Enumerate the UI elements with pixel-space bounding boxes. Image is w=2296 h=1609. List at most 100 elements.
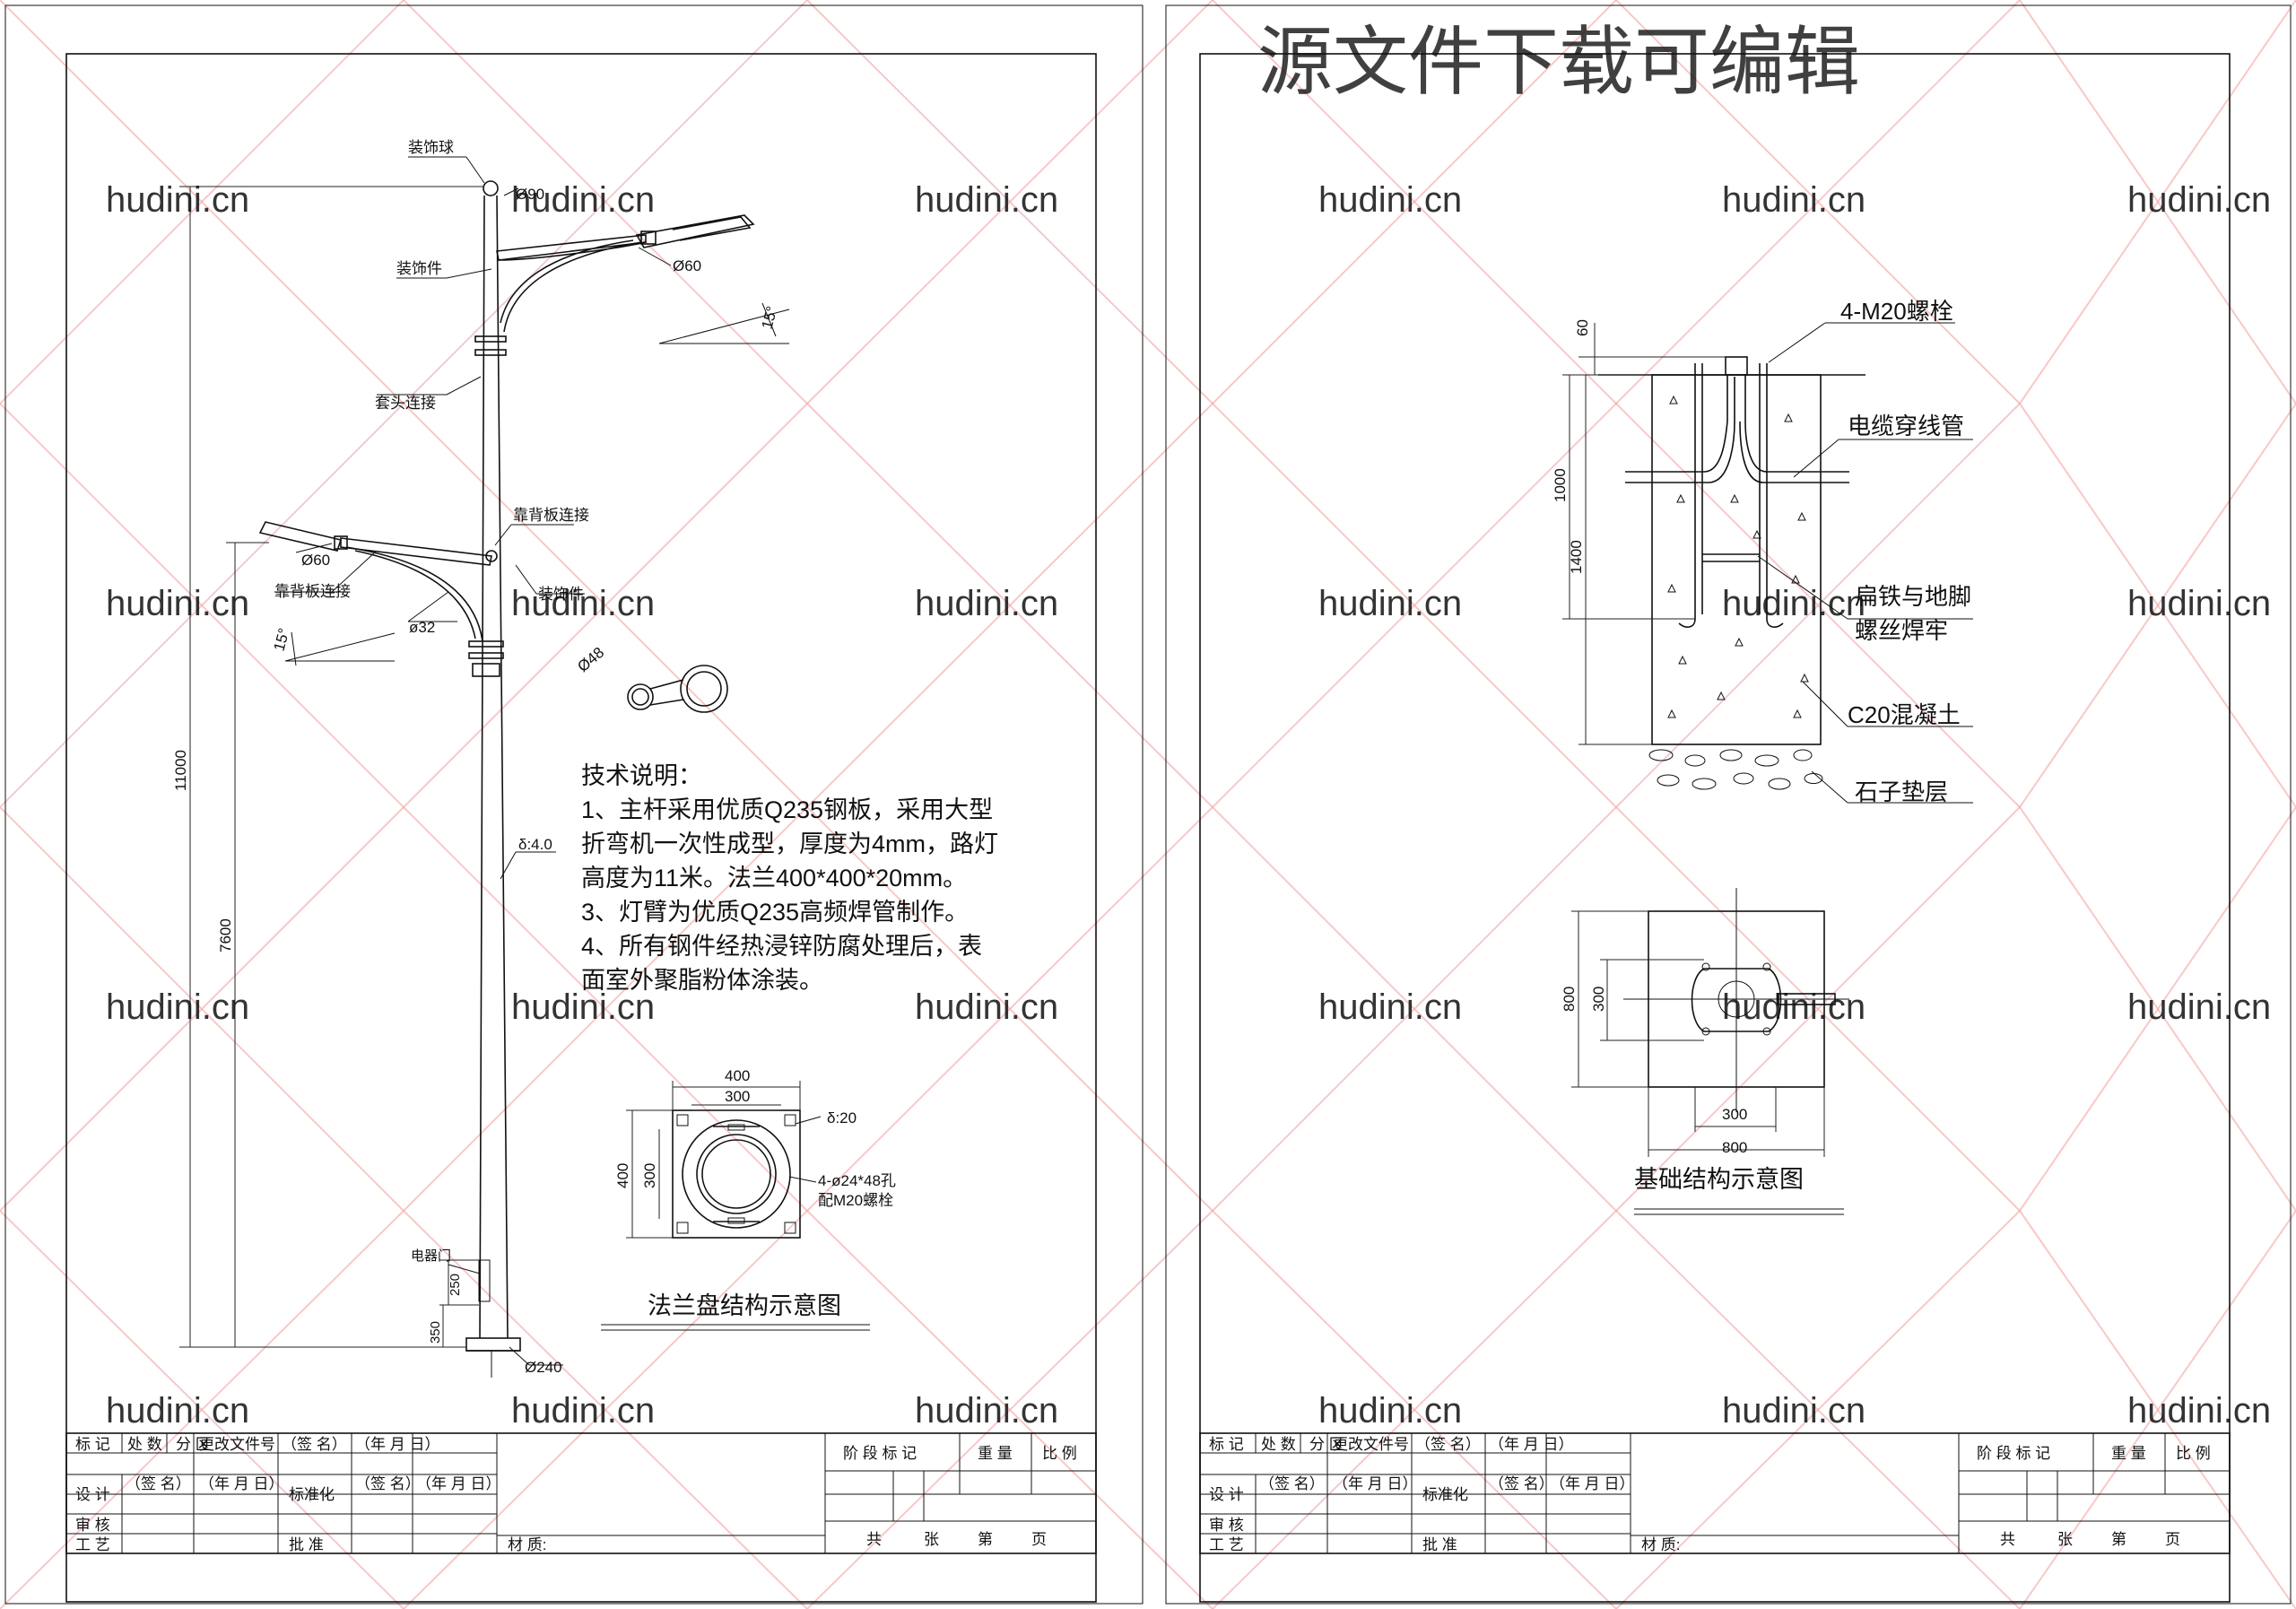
gravel-stone (1684, 754, 1706, 767)
concrete-mark (1676, 493, 1685, 503)
label-tilt-lower: 15° (271, 626, 293, 653)
notes-title: 技术说明： (581, 762, 702, 789)
watermark-line (0, 0, 404, 404)
flange-inner-width: 300 (725, 1088, 750, 1105)
foundation-plan (1571, 888, 1849, 1215)
tb-design: 设 计 (75, 1486, 110, 1503)
plan-bottom-outer: 800 (1722, 1139, 1747, 1156)
watermark-site: hudini.cn (915, 987, 1058, 1027)
tb-approve: 批 准 (289, 1536, 324, 1553)
watermark-banner: 源文件下载可编辑 (1257, 20, 1860, 104)
tb-date: （年 月 日） (416, 1475, 500, 1492)
watermark-site: hudini.cn (106, 1391, 249, 1431)
tb-total: 共 (866, 1531, 882, 1548)
tb-signature: （签 名） (355, 1475, 421, 1492)
concrete-mark (1667, 583, 1676, 593)
tb-zone: 分 区 (176, 1436, 211, 1453)
tb-process: 工 艺 (75, 1536, 110, 1553)
watermark-line (403, 1210, 808, 1609)
watermark-line (2019, 0, 2296, 404)
tb-signature: （签 名） (1415, 1436, 1481, 1453)
tb-page: 页 (2165, 1531, 2180, 1548)
watermark-line (0, 806, 404, 1212)
tb-weight: 重 量 (978, 1445, 1013, 1462)
label-top-diameter: Ø90 (516, 186, 544, 203)
concrete-mark (1797, 511, 1806, 521)
tb-design: 设 计 (1209, 1486, 1244, 1503)
watermark-site: hudini.cn (1722, 987, 1866, 1027)
tb-review: 审 核 (75, 1517, 110, 1534)
tb-weight: 重 量 (2111, 1445, 2146, 1462)
tb-approve: 批 准 (1422, 1536, 1457, 1553)
tb-signature: （签 名） (282, 1436, 347, 1453)
callout-weld-1: 扁铁与地脚 (1855, 583, 1971, 610)
gravel-stone (1754, 754, 1779, 767)
tb-stage-mark: 阶 段 标 记 (843, 1445, 917, 1462)
tb-total: 共 (2000, 1531, 2015, 1548)
title-block-left (65, 1432, 1097, 1554)
watermark-line (0, 1210, 404, 1609)
watermark-line (806, 806, 1213, 1212)
watermark-line (806, 1210, 1213, 1609)
concrete-mark (1800, 673, 1809, 683)
tb-count: 处 数 (127, 1436, 162, 1453)
watermark-line (0, 403, 404, 808)
concrete-mark (1667, 709, 1676, 718)
tb-mark: 标 记 (1209, 1436, 1244, 1453)
notes-line: 3、灯臂为优质Q235高频焊管制作。 (581, 899, 969, 926)
watermark-site: hudini.cn (1318, 987, 1462, 1027)
foundation-section (1562, 322, 1973, 804)
watermark-site: hudini.cn (106, 987, 249, 1027)
tb-signature: （签 名） (1259, 1475, 1325, 1492)
watermark-site: hudini.cn (2127, 584, 2271, 623)
watermark-line (1212, 806, 1617, 1212)
watermark-line (1615, 1210, 2021, 1609)
label-backplate-right: 靠背板连接 (513, 507, 589, 524)
foundation-labels: 60 1000 1400 4-M20螺栓 电缆穿线管 扁铁与地脚 螺丝焊牢 C2… (1552, 298, 1971, 805)
watermark-site: hudini.cn (511, 584, 655, 623)
label-door-height: 250 (448, 1274, 463, 1296)
tb-sheets: 张 (924, 1531, 939, 1548)
watermark-site: hudini.cn (511, 1391, 655, 1431)
gravel-layer (1648, 749, 1823, 790)
gravel-stone (1692, 778, 1717, 790)
callout-bolts: 4-M20螺栓 (1840, 298, 1953, 325)
watermark-line (1212, 1210, 1617, 1609)
watermark-site: hudini.cn (106, 180, 249, 220)
watermark-site: hudini.cn (915, 584, 1058, 623)
tb-change-doc: 更改文件号 (1333, 1436, 1409, 1453)
concrete-mark (1793, 709, 1802, 718)
watermark-line (1615, 806, 2021, 1212)
watermark-site: hudini.cn (1722, 1391, 1866, 1431)
tb-date: （年 月 日） (1550, 1475, 1634, 1492)
notes-line: 面室外聚脂粉体涂装。 (581, 967, 823, 994)
watermark-site: hudini.cn (2127, 987, 2271, 1027)
tb-change-doc: 更改文件号 (199, 1436, 275, 1453)
label-wall-thickness: δ:4.0 (518, 836, 552, 853)
tb-standardize: 标准化 (289, 1486, 335, 1503)
gravel-stone (1648, 749, 1674, 761)
watermark-line (403, 0, 808, 404)
gravel-stone (1657, 774, 1680, 787)
plan-side-outer: 800 (1561, 987, 1578, 1012)
tb-scale: 比 例 (1042, 1445, 1077, 1462)
tb-date: （年 月 日） (1489, 1436, 1573, 1453)
tb-scale: 比 例 (2176, 1445, 2211, 1462)
tb-sheets: 张 (2057, 1531, 2073, 1548)
tb-date: （年 月 日） (1333, 1475, 1417, 1492)
sheet-borders (4, 4, 2292, 1605)
flange-detail (601, 1081, 870, 1331)
tb-material: 材 质: (1641, 1536, 1680, 1553)
watermark-line (2019, 806, 2296, 1212)
notes-line: 折弯机一次性成型，厚度为4mm，路灯 (581, 831, 998, 857)
watermark-site: hudini.cn (1318, 584, 1462, 623)
flange-outer-width: 400 (725, 1067, 750, 1084)
label-lamp-diameter-left: Ø60 (301, 552, 330, 569)
tb-signature: （签 名） (1489, 1475, 1554, 1492)
tb-page-no: 第 (2111, 1531, 2126, 1548)
title-block-left-text: 标 记 处 数 分 区 更改文件号 （签 名） （年 月 日） 设 计 （签 名… (75, 1436, 1077, 1553)
flange-caption: 法兰盘结构示意图 (648, 1292, 841, 1319)
tb-standardize: 标准化 (1422, 1486, 1468, 1503)
watermark-site: hudini.cn (511, 987, 655, 1027)
